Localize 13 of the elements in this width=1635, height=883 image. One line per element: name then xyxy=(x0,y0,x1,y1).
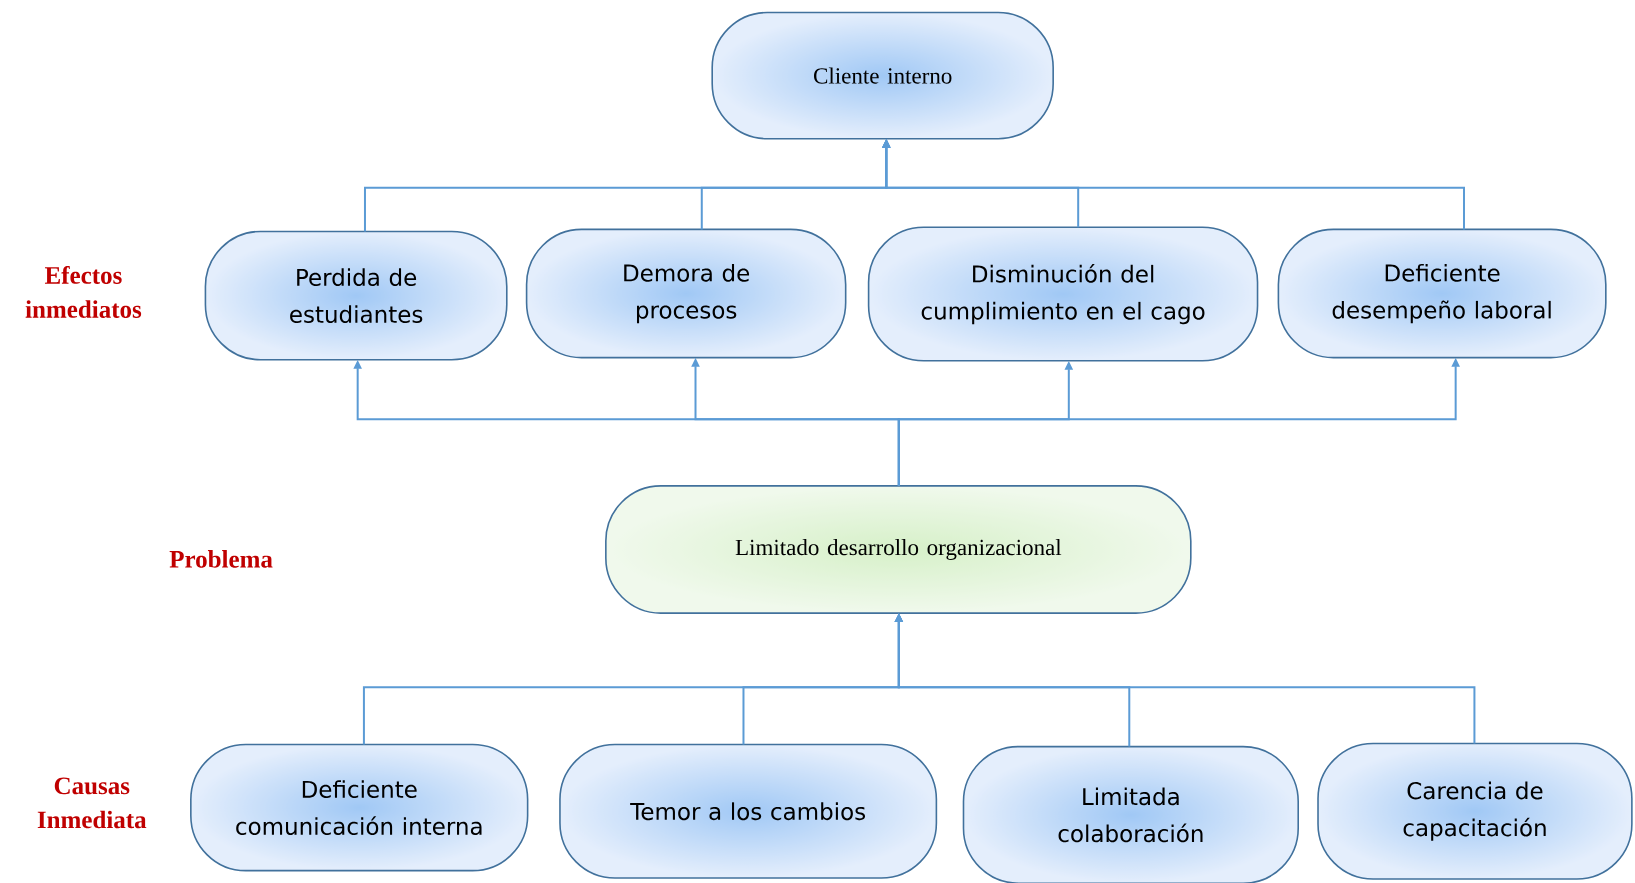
process-box: Disminución del cumplimiento en el cago xyxy=(867,226,1259,362)
level-label: Causas Inmediata xyxy=(37,777,147,829)
process-box: Temor a los cambios xyxy=(559,743,938,879)
process-box: Carencia de capacitación xyxy=(1317,742,1633,880)
process-box: Cliente interno xyxy=(711,11,1054,140)
process-box: Limitado desarrollo organizacional xyxy=(605,485,1192,614)
process-box: Limitada colaboración xyxy=(962,745,1299,883)
level-label: Efectos inmediatos xyxy=(25,266,142,318)
process-box: Demora de procesos xyxy=(525,228,847,359)
process-box: Deficiente desempeño laboral xyxy=(1277,228,1607,359)
process-box: Perdida de estudiantes xyxy=(204,230,508,361)
level-label: Problema xyxy=(169,550,273,568)
process-box: Deficiente comunicación interna xyxy=(190,743,529,872)
